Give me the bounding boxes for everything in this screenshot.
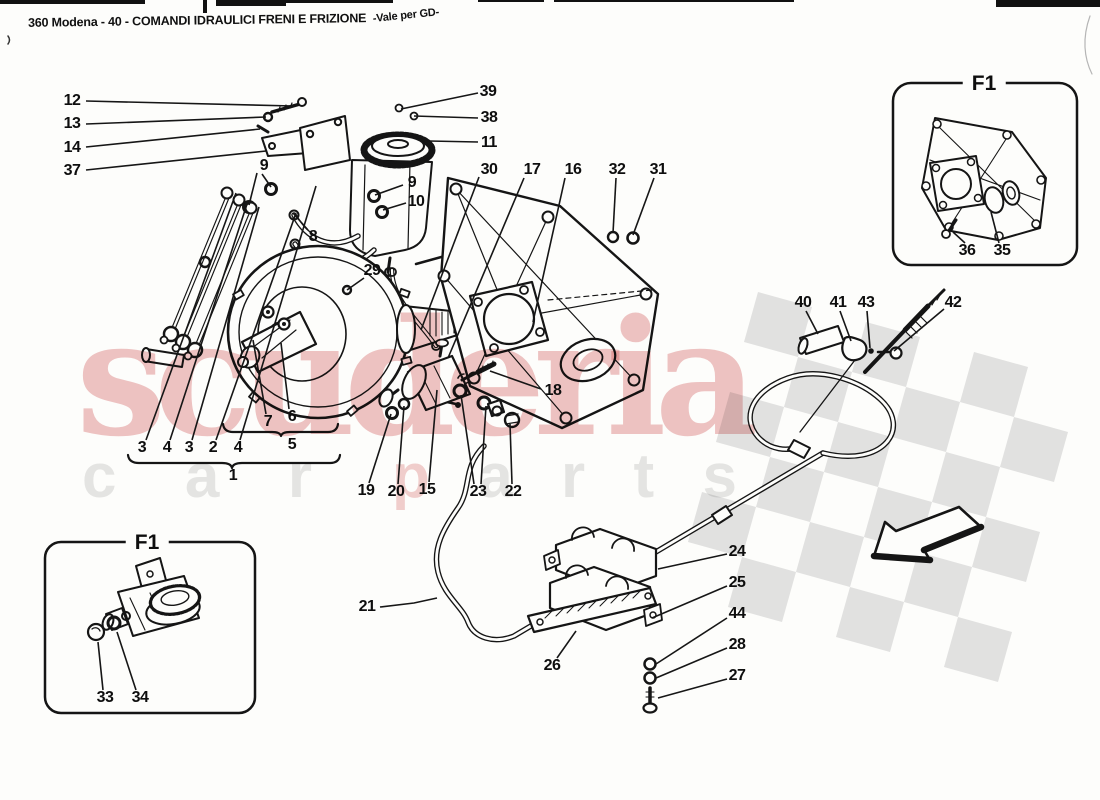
leader-line	[97, 641, 104, 691]
leader-line	[480, 405, 487, 485]
leader-line	[612, 177, 617, 234]
leader-line	[839, 310, 852, 342]
leader-line	[248, 172, 258, 206]
flag-cell	[944, 617, 1012, 682]
fluid-reservoir	[299, 103, 436, 277]
leader-line	[400, 92, 479, 110]
flag-cell	[932, 452, 1000, 517]
flag-cell	[892, 387, 960, 452]
leader-line	[428, 140, 479, 143]
leader-line	[420, 176, 480, 331]
flag-cell	[1000, 417, 1068, 482]
leader-line	[215, 212, 297, 441]
inset-clutch-pump-drawing	[86, 557, 202, 642]
leader-line	[532, 177, 566, 323]
leader-line	[655, 647, 728, 679]
inset-pedal-support-drawing	[921, 117, 1047, 241]
inset-label-bottom-left: F1	[125, 531, 169, 555]
leader-line	[116, 631, 137, 691]
leader-line	[489, 370, 542, 390]
pipe-clamp-parts	[797, 288, 946, 374]
leader-line	[346, 277, 365, 291]
scan-artifacts	[0, 0, 1100, 75]
flag-cell	[688, 492, 756, 557]
flag-cell	[972, 517, 1040, 582]
flag-cell	[744, 292, 812, 357]
leader-line	[85, 150, 267, 171]
leader-line	[460, 394, 475, 485]
leader-line	[657, 553, 728, 570]
leader-line	[85, 116, 267, 125]
leader-line	[85, 128, 261, 148]
flag-cell	[796, 522, 864, 587]
leader-line	[379, 597, 438, 608]
clamp-fasteners	[642, 657, 658, 714]
inset-box-top-right	[891, 81, 1079, 267]
flag-cell	[960, 352, 1028, 417]
flag-cell	[904, 552, 972, 617]
clutch-master-cylinder	[378, 338, 521, 429]
leader-line	[191, 206, 260, 441]
leader-line	[413, 115, 479, 119]
leader-line	[655, 617, 728, 665]
leader-line	[866, 310, 871, 349]
flag-cell	[836, 587, 904, 652]
leader-line	[805, 310, 819, 335]
pipe-clamp-blocks	[526, 526, 663, 634]
leader-line	[447, 177, 525, 359]
leader-line	[252, 339, 267, 415]
clutch-pipe	[433, 359, 897, 643]
leader-line	[397, 405, 405, 485]
flag-cell	[728, 557, 796, 622]
inset-label-top-right: F1	[962, 72, 1006, 96]
leader-line	[85, 100, 294, 107]
leader-line	[280, 342, 290, 410]
leader-line	[368, 413, 392, 484]
leader-line	[239, 185, 317, 441]
leader-line	[893, 308, 945, 352]
leader-line	[169, 200, 249, 441]
leader-line	[657, 678, 728, 699]
leader-line	[382, 202, 407, 211]
leader-line	[632, 177, 655, 236]
leader-line	[428, 389, 438, 483]
leader-line	[556, 630, 577, 659]
leader-line	[145, 192, 237, 441]
pedal-bracket-plate	[437, 176, 660, 430]
flag-cell	[756, 457, 824, 522]
grouping-braces	[126, 422, 342, 470]
direction-arrow	[870, 505, 985, 564]
flag-cells	[688, 292, 1068, 682]
leader-line	[651, 585, 728, 619]
leader-line	[261, 173, 272, 188]
leader-line	[952, 231, 966, 244]
leader-line	[509, 423, 513, 485]
leader-line	[374, 184, 404, 196]
leader-line	[990, 211, 1000, 244]
